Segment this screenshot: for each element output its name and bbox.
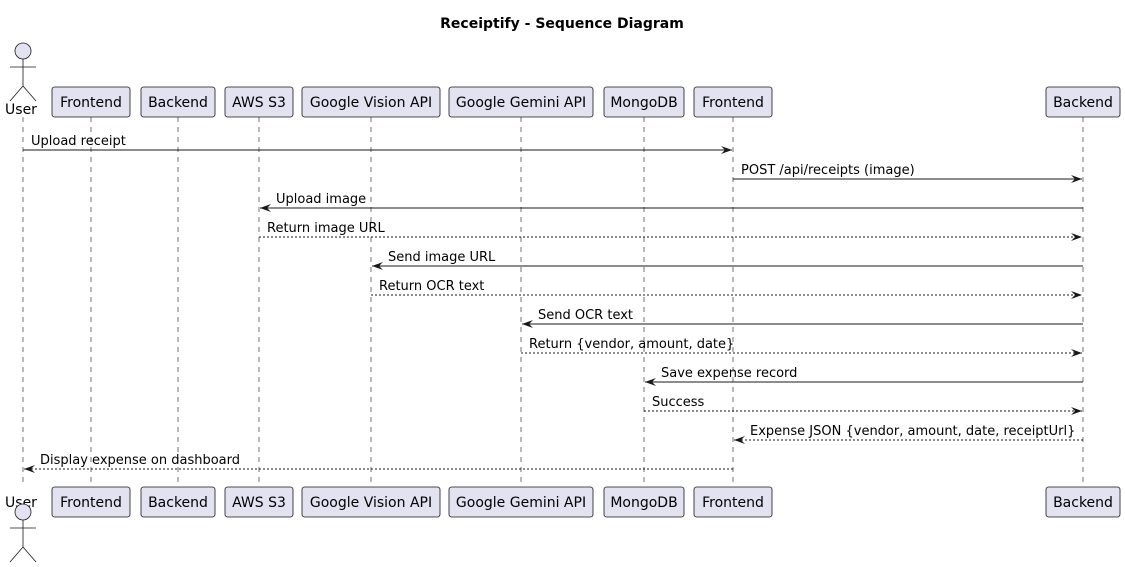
arrowhead: [1071, 291, 1082, 299]
participant-label: MongoDB: [610, 95, 677, 111]
participant-box: [1045, 486, 1121, 518]
participant-top-mongo: MongoDB: [603, 86, 685, 118]
participant-label: Frontend: [702, 495, 764, 511]
participants-top: User Frontend Backend AWS S3 Google Vision A…: [5, 42, 1121, 118]
message-12: Display expense on dashboard: [24, 453, 733, 473]
participant-bottom-backend2: Backend: [1045, 486, 1121, 518]
arrowhead: [24, 465, 35, 473]
participant-top-frontend1: Frontend: [51, 86, 131, 118]
arrowhead: [260, 204, 271, 212]
participant-label: AWS S3: [232, 495, 286, 511]
participant-box: [301, 86, 441, 118]
participant-top-frontend2: Frontend: [693, 86, 773, 118]
participant-box: [1045, 86, 1121, 118]
participant-label: MongoDB: [610, 495, 677, 511]
message-label: Upload receipt: [31, 134, 126, 149]
message-label: Return {vendor, amount, date}: [529, 337, 734, 352]
lifelines: [22, 117, 1084, 487]
participant-box: [448, 486, 594, 518]
message-label: Return image URL: [267, 221, 385, 236]
participant-label: Google Vision API: [310, 495, 432, 511]
message-label: Return OCR text: [379, 279, 484, 294]
message-label: Expense JSON {vendor, amount, date, rece…: [750, 424, 1075, 439]
participant-label: Frontend: [60, 95, 122, 111]
message-5: Send image URL: [372, 250, 1083, 270]
participant-box: [224, 86, 294, 118]
participant-bottom-frontend1: Frontend: [51, 486, 131, 518]
message-2: POST /api/receipts (image): [733, 163, 1082, 183]
participant-top-vision: Google Vision API: [301, 86, 441, 118]
participant-top-gemini: Google Gemini API: [448, 86, 594, 118]
participant-box: [693, 486, 773, 518]
participant-label: Google Gemini API: [456, 495, 586, 511]
message-4: Return image URL: [259, 221, 1082, 241]
message-label: Send OCR text: [538, 308, 633, 323]
arrowhead: [1071, 175, 1082, 183]
participant-label: Frontend: [60, 495, 122, 511]
message-label: Send image URL: [388, 250, 496, 265]
arrowhead: [645, 378, 656, 386]
arrowhead: [721, 146, 732, 154]
participant-box: [51, 486, 131, 518]
diagram-title: Receiptify - Sequence Diagram: [440, 16, 684, 32]
participant-bottom-s3: AWS S3: [224, 486, 294, 518]
actor-leg-right: [22, 546, 37, 563]
participant-box: [140, 86, 216, 118]
message-label: Display expense on dashboard: [40, 453, 240, 468]
participant-box: [224, 486, 294, 518]
participant-box: [603, 86, 685, 118]
arrowhead: [1071, 407, 1082, 415]
participant-label: AWS S3: [232, 95, 286, 111]
message-10: Success: [644, 395, 1082, 415]
participant-top-backend2: Backend: [1045, 86, 1121, 118]
actor-leg-left: [9, 85, 24, 102]
participant-bottom-backend1: Backend: [140, 486, 216, 518]
participant-box: [693, 86, 773, 118]
actor-leg-left: [9, 546, 24, 563]
participant-bottom-mongo: MongoDB: [603, 486, 685, 518]
participant-box: [301, 486, 441, 518]
message-7: Send OCR text: [522, 308, 1083, 328]
participant-bottom-gemini: Google Gemini API: [448, 486, 594, 518]
participant-box: [448, 86, 594, 118]
participant-label: Backend: [1053, 495, 1113, 511]
message-8: Return {vendor, amount, date}: [521, 337, 1082, 357]
actor-figure-top-user: [9, 42, 37, 102]
arrowhead: [1071, 233, 1082, 241]
arrowhead: [372, 262, 383, 270]
participant-label: Frontend: [702, 95, 764, 111]
participant-label: Google Gemini API: [456, 95, 586, 111]
message-11: Expense JSON {vendor, amount, date, rece…: [734, 424, 1083, 444]
message-label: Upload image: [276, 192, 366, 207]
participant-label: Backend: [1053, 95, 1113, 111]
message-label: Success: [652, 395, 705, 410]
actor-figure-bottom-user: [9, 503, 37, 563]
actor-head: [14, 503, 32, 521]
message-1: Upload receipt: [23, 134, 732, 154]
message-label: Save expense record: [661, 366, 797, 381]
message-label: POST /api/receipts (image): [741, 163, 915, 178]
participant-label: Google Vision API: [310, 95, 432, 111]
participant-box: [140, 486, 216, 518]
participant-label: Backend: [148, 95, 208, 111]
participant-box: [603, 486, 685, 518]
participant-box: [51, 86, 131, 118]
participant-label: Backend: [148, 495, 208, 511]
arrowhead: [1071, 349, 1082, 357]
message-3: Upload image: [260, 192, 1083, 212]
actor-leg-right: [22, 85, 37, 102]
arrowhead: [734, 436, 745, 444]
participant-bottom-vision: Google Vision API: [301, 486, 441, 518]
message-9: Save expense record: [645, 366, 1083, 386]
actor-head: [14, 42, 32, 60]
participant-top-backend1: Backend: [140, 86, 216, 118]
arrowhead: [522, 320, 533, 328]
participant-top-s3: AWS S3: [224, 86, 294, 118]
message-6: Return OCR text: [371, 279, 1082, 299]
actor-label-top-user: User: [5, 102, 37, 118]
participant-bottom-frontend2: Frontend: [693, 486, 773, 518]
